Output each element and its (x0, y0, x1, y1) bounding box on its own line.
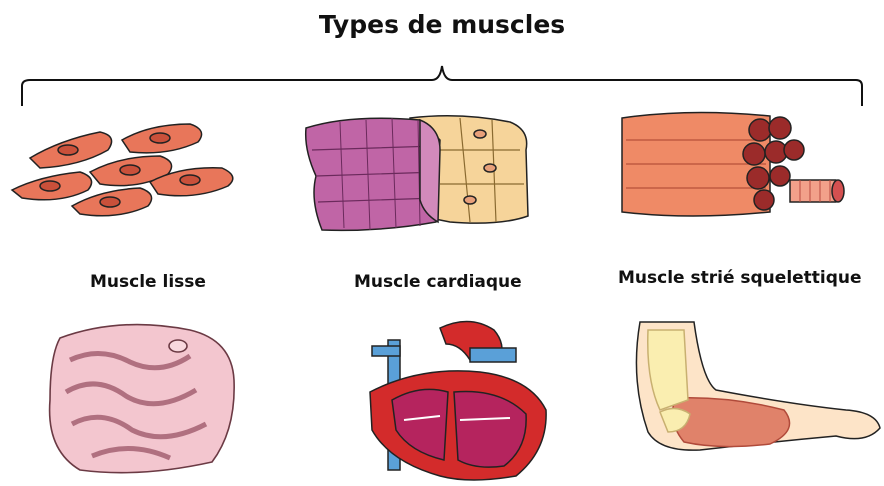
cardiac-muscle-label: Muscle cardiaque (354, 272, 522, 292)
intestine-illustration (50, 325, 235, 473)
smooth-muscle-label: Muscle lisse (90, 272, 206, 292)
smooth-muscle-cells-illustration (12, 124, 233, 216)
skeletal-muscle-illustration (622, 112, 844, 216)
cardiac-muscle-illustration (306, 116, 528, 231)
skeletal-muscle-label: Muscle strié squelettique (618, 268, 862, 288)
arm-illustration (636, 322, 880, 450)
grouping-bracket (22, 66, 862, 106)
heart-illustration (370, 321, 546, 480)
